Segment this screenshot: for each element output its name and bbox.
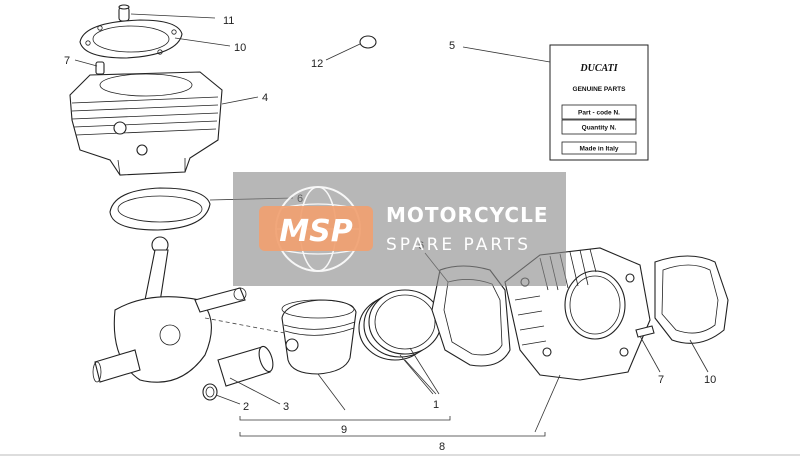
parts-label-card: DUCATI GENUINE PARTS Part - code N. Quan…	[549, 44, 649, 161]
head-gasket-top	[79, 19, 183, 59]
card-brand: DUCATI	[579, 63, 618, 74]
msp-logo-box	[259, 206, 373, 251]
msp-logo-text: MSP	[279, 214, 352, 249]
callout-1: 1	[433, 399, 439, 411]
callout-4: 4	[262, 92, 268, 104]
callout-2: 2	[243, 401, 249, 413]
callout-10-top: 10	[234, 42, 246, 54]
watermark-line1: MOTORCYCLE	[386, 203, 548, 227]
card-quantity: Quantity N.	[582, 125, 617, 132]
callout-5: 5	[449, 40, 455, 52]
piston-rings-1	[358, 289, 442, 361]
dowel-pin-7-top	[95, 61, 105, 75]
dowel-pin-11	[118, 4, 130, 22]
callout-12: 12	[311, 58, 323, 70]
callout-3: 3	[283, 401, 289, 413]
callout-7-top: 7	[64, 55, 70, 67]
base-gasket-left	[109, 187, 211, 231]
card-genuine: GENUINE PARTS	[573, 86, 627, 93]
dowel-pin-7-right	[635, 325, 655, 338]
callout-10-right: 10	[704, 374, 716, 386]
piston-pin-3	[217, 345, 274, 387]
piston-9	[281, 299, 357, 375]
head-gasket-right	[654, 255, 729, 344]
plug-12	[359, 35, 377, 49]
circlip-2	[202, 383, 218, 401]
callout-7-right: 7	[658, 374, 664, 386]
cylinder-4	[69, 71, 223, 176]
card-made-in: Made in Italy	[579, 146, 618, 153]
watermark: MSP MOTORCYCLE SPARE PARTS	[233, 172, 566, 286]
watermark-line2: SPARE PARTS	[386, 235, 531, 255]
callout-9: 9	[341, 424, 347, 436]
callout-8: 8	[439, 441, 445, 453]
callout-11: 11	[223, 15, 234, 27]
card-part-code: Part - code N.	[578, 110, 620, 117]
crankshaft	[92, 236, 247, 383]
